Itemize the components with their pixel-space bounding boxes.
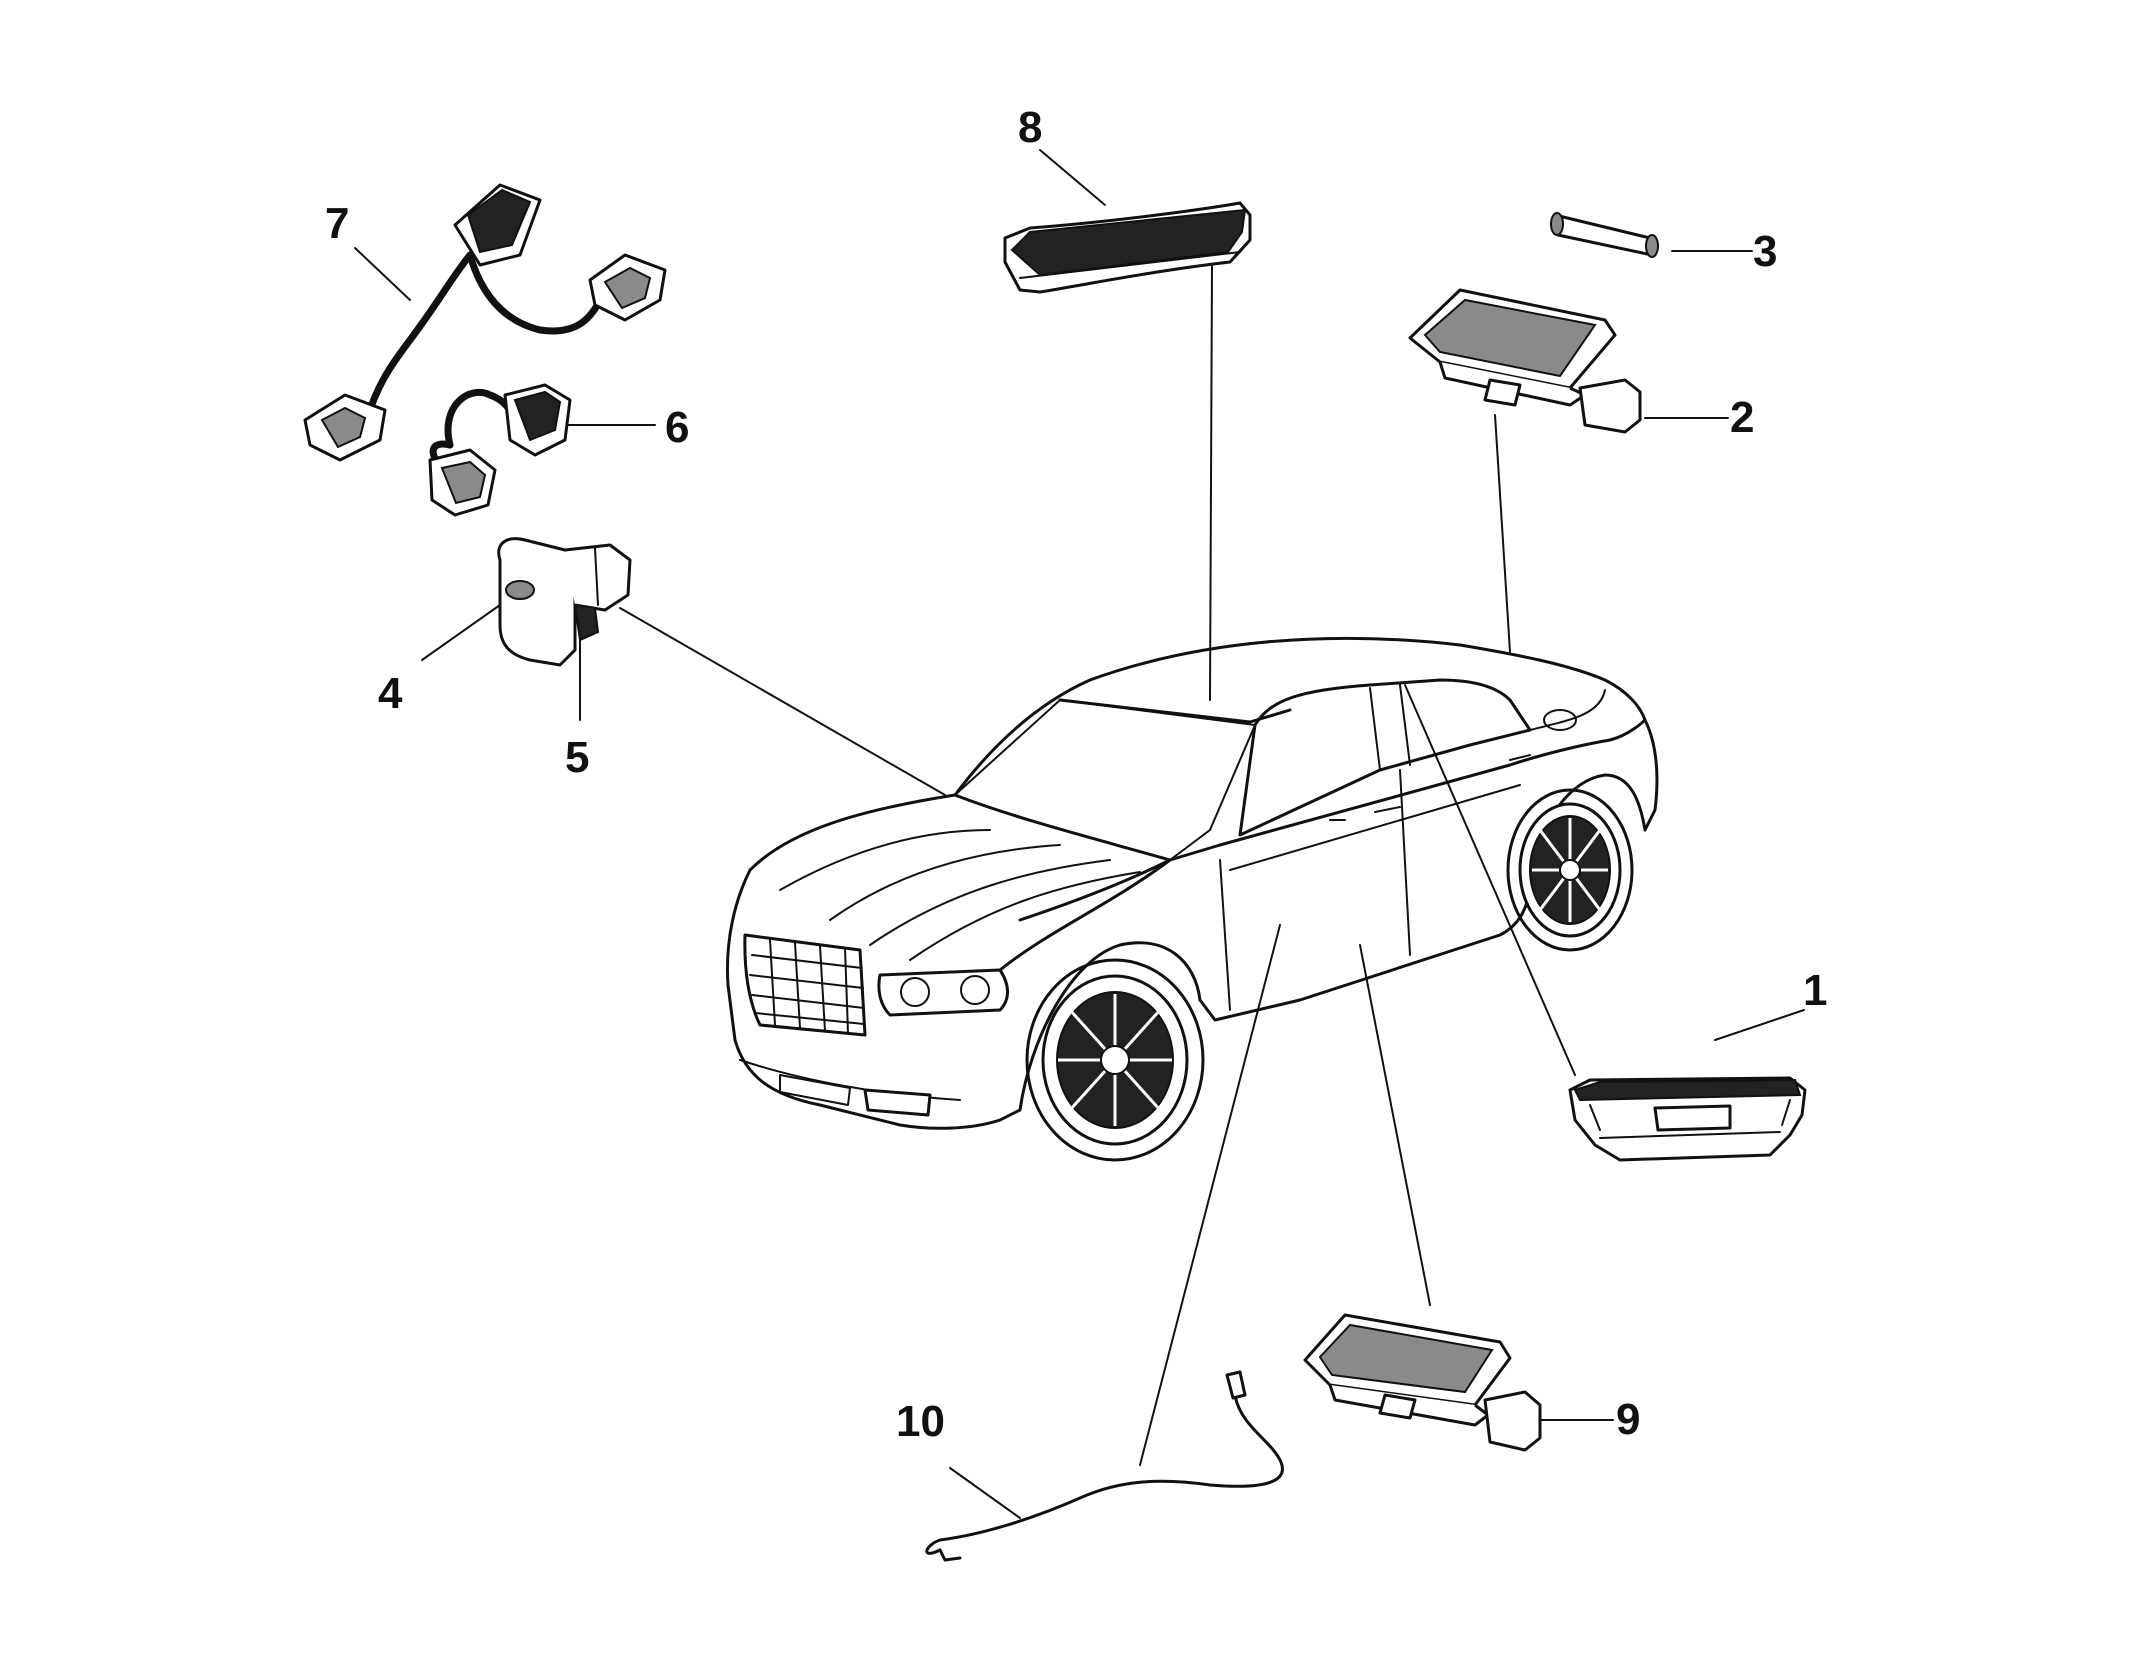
callout-8: 8 bbox=[1018, 103, 1042, 152]
callout-labels: 8 3 2 1 9 10 7 6 4 5 bbox=[325, 103, 1827, 1446]
part-1-dome-lamp bbox=[1568, 1076, 1807, 1162]
callout-1: 1 bbox=[1803, 966, 1827, 1015]
part-8-stop-lamp bbox=[1003, 201, 1252, 294]
callout-10: 10 bbox=[896, 1397, 945, 1446]
callout-7: 7 bbox=[325, 199, 349, 248]
sedan-illustration bbox=[725, 636, 1659, 1162]
part-9-lamp bbox=[1303, 1313, 1542, 1452]
callout-5: 5 bbox=[565, 733, 589, 782]
callout-3: 3 bbox=[1753, 227, 1777, 276]
part-2-courtesy-lamp bbox=[1408, 288, 1642, 434]
part-10-wire bbox=[925, 1370, 1284, 1562]
part-4-5-switch bbox=[497, 537, 632, 667]
callout-4: 4 bbox=[378, 669, 403, 718]
part-3-bulb bbox=[1550, 212, 1659, 258]
part-7-harness bbox=[303, 183, 667, 462]
part-6-jumper bbox=[428, 383, 572, 517]
callout-9: 9 bbox=[1616, 1395, 1640, 1444]
callout-2: 2 bbox=[1730, 393, 1754, 442]
rear-wheel bbox=[1506, 788, 1634, 952]
callout-6: 6 bbox=[665, 403, 689, 452]
front-wheel bbox=[1025, 958, 1205, 1162]
